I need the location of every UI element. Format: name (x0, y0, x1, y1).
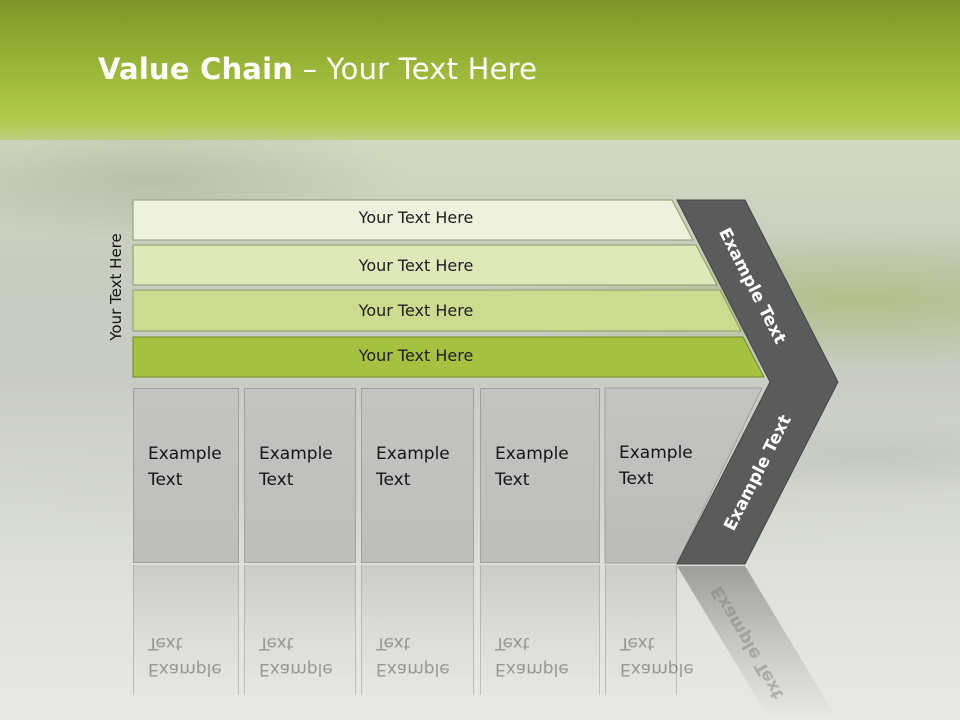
band-3 (132, 289, 742, 332)
title-bold: Value Chain (98, 52, 294, 86)
band-2 (132, 244, 718, 286)
box-text-line: Text (148, 470, 183, 490)
box-text-line: Text (495, 470, 530, 490)
band-4-label: Your Text Here (358, 346, 474, 365)
side-label-text: Your Text Here (107, 233, 125, 341)
box-text-line: Text (619, 469, 654, 489)
box-text-line: Example (619, 443, 693, 463)
chevron-arrow (676, 199, 839, 565)
title-rest: – Your Text Here (293, 52, 538, 86)
band-1 (132, 199, 694, 241)
page-title: Value Chain – Your Text Here (98, 52, 537, 86)
box-text-line: Example (376, 444, 450, 464)
band-2-label: Your Text Here (358, 256, 474, 275)
box-text-line: Example (148, 444, 222, 464)
box-text-line: Example (259, 444, 333, 464)
header-band (0, 0, 960, 140)
band-3-label: Your Text Here (358, 301, 474, 320)
box-text-line: Example (495, 444, 569, 464)
box-text-line: Text (259, 470, 294, 490)
band-4 (132, 336, 765, 378)
chevron-reflection (677, 566, 838, 720)
box-text-line: Text (376, 470, 411, 490)
band-1-label: Your Text Here (358, 208, 474, 227)
